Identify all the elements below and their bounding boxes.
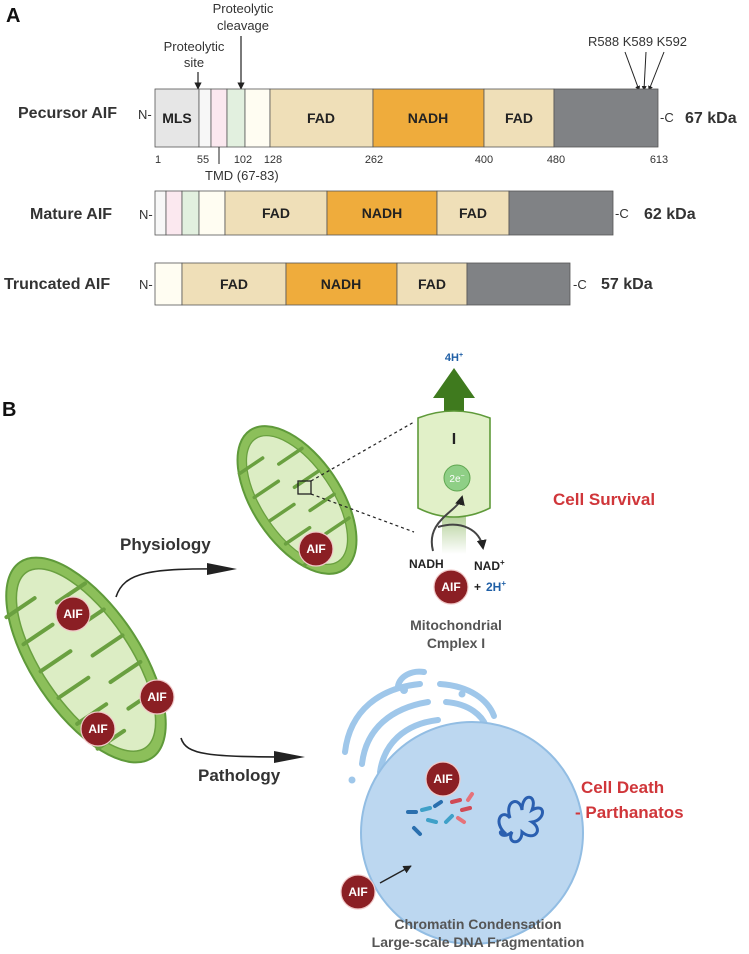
aif-label: AIF <box>63 607 82 621</box>
truncated-c-term: -C <box>573 277 587 292</box>
position-55: 55 <box>197 154 209 166</box>
zoom-line-bottom <box>310 493 415 533</box>
pathology-arrow-head <box>274 751 305 763</box>
tmd-label: TMD (67-83) <box>205 168 279 183</box>
mature-name: Mature AIF <box>30 206 112 223</box>
complex-i <box>417 410 491 518</box>
truncated-nadh: NADH <box>321 276 361 292</box>
aif-label: AIF <box>88 722 107 736</box>
aif-label: AIF <box>147 690 166 704</box>
aif-protein: AIF <box>55 596 91 632</box>
panel-a-label: A <box>6 5 20 27</box>
chromatin-label-1: Chromatin Condensation <box>394 916 561 932</box>
dna-fragments <box>406 792 474 836</box>
truncated-name: Truncated AIF <box>4 276 110 293</box>
complex-name-2: Cmplex I <box>427 635 485 651</box>
physiology-arrow-head <box>207 563 237 575</box>
mature-c-term: -C <box>615 206 629 221</box>
vesicle <box>458 690 466 698</box>
pathology-arrow-line <box>180 737 297 758</box>
cell-death-label-1: Cell Death <box>581 778 664 797</box>
vesicle <box>400 686 408 694</box>
complex-name-1: Mitochondrial <box>410 617 502 633</box>
cleavage-label-2: cleavage <box>217 18 269 33</box>
precursor-mls: MLS <box>162 110 192 126</box>
mature-kda: 62 kDa <box>644 206 696 223</box>
physiology-label: Physiology <box>120 535 211 554</box>
aif-protein: AIF <box>139 679 175 715</box>
aif-protein: AIF <box>80 711 116 747</box>
precursor-fad-2: FAD <box>505 110 533 126</box>
vesicle <box>348 776 356 784</box>
truncated-fad-2: FAD <box>418 276 446 292</box>
zoom-box <box>297 480 312 495</box>
complex-i-label: I <box>452 431 456 448</box>
mature-nadh: NADH <box>362 205 402 221</box>
aif-label: AIF <box>306 542 325 556</box>
proton-pump-label: 4H+ <box>445 352 463 364</box>
cleavage-label-1: Proteolytic <box>213 1 274 16</box>
cell-death-label-2: - Parthanatos <box>575 803 684 822</box>
mature-fad-1: FAD <box>262 205 290 221</box>
aif-label: AIF <box>433 772 452 786</box>
position-1: 1 <box>155 154 161 166</box>
nad-release-arrow <box>437 523 487 550</box>
aif-label: AIF <box>348 885 367 899</box>
precursor-bar <box>154 88 659 148</box>
position-102: 102 <box>234 154 252 166</box>
position-613: 613 <box>650 154 668 166</box>
electron-label: 2e− <box>449 473 464 485</box>
plus-label: + <box>474 580 481 594</box>
electron-pair: 2e− <box>443 464 471 492</box>
precursor-positions: 1 55 102 128 262 400 480 613 <box>155 154 668 166</box>
aif-protein: AIF <box>340 874 376 910</box>
precursor-c-term: -C <box>660 110 674 125</box>
precursor-kda: 67 kDa <box>685 110 737 127</box>
cell-survival-label: Cell Survival <box>553 490 655 509</box>
aif-protein: AIF <box>425 761 461 797</box>
proteolytic-site-label-2: site <box>184 55 204 70</box>
protons-label: 2H+ <box>486 579 506 594</box>
position-480: 480 <box>547 154 565 166</box>
precursor-n-term: N- <box>138 107 152 122</box>
proton-arrow <box>433 368 475 414</box>
truncated-n-term: N- <box>139 277 153 292</box>
residue-arrow-3 <box>648 51 665 91</box>
position-400: 400 <box>475 154 493 166</box>
position-128: 128 <box>264 154 282 166</box>
zoom-line-top <box>310 421 415 482</box>
mature-fad-2: FAD <box>459 205 487 221</box>
precursor-nadh: NADH <box>408 110 448 126</box>
residues-label: R588 K589 K592 <box>588 34 687 49</box>
truncated-kda: 57 kDa <box>601 276 653 293</box>
nuclear-translocation-arrow <box>379 865 412 884</box>
nadh-oxidation-arrow <box>430 495 465 552</box>
proteolytic-site-label-1: Proteolytic <box>164 39 225 54</box>
residue-arrow-2 <box>641 51 647 91</box>
residue-arrow-1 <box>624 51 640 91</box>
physiology-arrow-line <box>115 568 229 598</box>
mature-bar <box>154 190 614 236</box>
panel-b-label: B <box>2 399 16 421</box>
nucleus <box>360 721 584 945</box>
large-mitochondrion <box>4 556 167 764</box>
aif-label: AIF <box>441 580 460 594</box>
chromatin-label-2: Large-scale DNA Fragmentation <box>372 934 585 950</box>
position-262: 262 <box>365 154 383 166</box>
condensed-chromatin <box>497 795 544 844</box>
small-mitochondrion <box>236 425 358 575</box>
aif-protein: AIF <box>298 531 334 567</box>
precursor-fad-1: FAD <box>307 110 335 126</box>
aif-protein: AIF <box>433 569 469 605</box>
pathology-label: Pathology <box>198 766 281 785</box>
nadh-label: NADH <box>409 557 444 571</box>
nad-label: NAD+ <box>474 558 505 573</box>
precursor-name: Pecursor AIF <box>18 105 117 122</box>
truncated-bar <box>154 262 571 306</box>
mature-n-term: N- <box>139 207 153 222</box>
truncated-fad-1: FAD <box>220 276 248 292</box>
